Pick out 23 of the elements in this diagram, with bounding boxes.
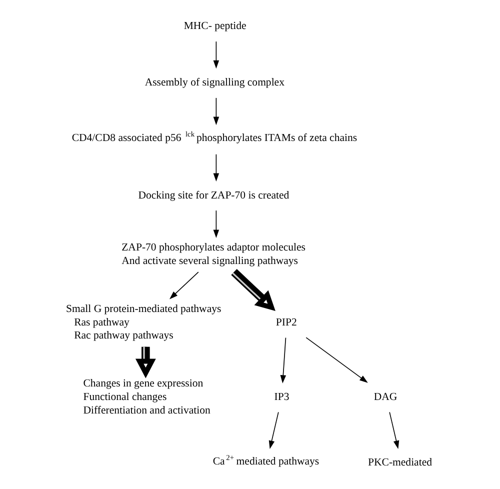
node-text: MHC- peptide [184, 20, 246, 32]
node-text: ZAP-70 phosphorylates adaptor molecules And activate several signalling pathways [122, 242, 306, 267]
node-text: IP3 [274, 390, 290, 403]
node-text: CD4/CD8 associated p56$^{lck}$ phosphorylates ITAMs of zeta chains [72, 130, 358, 144]
node-text: Small G protein-mediated pathways Ras pathway Rac pathway pathways [66, 303, 222, 342]
node-text: DAG [374, 390, 398, 403]
arrow [213, 41, 220, 69]
arrow [389, 412, 400, 449]
node-text: Ca$^{2+}$ mediated pathways [212, 453, 320, 468]
node-text: Assembly of signalling complex [144, 76, 284, 89]
arrow [169, 272, 199, 300]
arrow [231, 269, 276, 312]
arrow [280, 337, 286, 384]
arrow [306, 337, 368, 383]
node-text: PKC-mediated [368, 456, 432, 469]
arrow [213, 210, 220, 238]
node-text: Changes in gene expression Functional changes Differentiation and activation [83, 378, 210, 416]
arrow [213, 98, 220, 126]
node-text: PIP2 [276, 316, 297, 328]
arrow [213, 154, 220, 182]
arrow [268, 412, 279, 449]
arrow [135, 346, 156, 378]
node-text: Docking site for ZAP-70 is created [138, 189, 290, 202]
